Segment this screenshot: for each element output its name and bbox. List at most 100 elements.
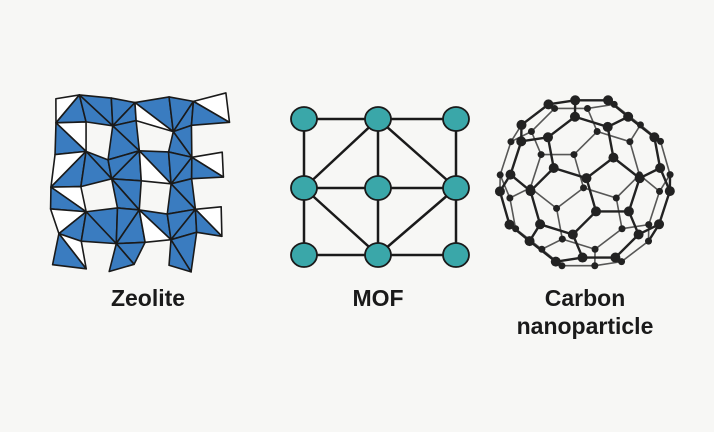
carbon-bond: [615, 197, 623, 229]
carbon-bond: [596, 130, 631, 143]
carbon-bond: [553, 166, 587, 180]
carbon-atom: [538, 245, 546, 253]
carbon-atom: [623, 111, 634, 122]
carbon-bond: [499, 174, 511, 199]
carbon-atom: [496, 171, 504, 179]
carbon-bond: [629, 141, 641, 176]
carbon-atom: [570, 95, 581, 106]
mof-structure: [290, 106, 470, 268]
carbon-atom: [507, 138, 515, 146]
carbon-bond: [585, 177, 598, 212]
carbon-bond: [530, 131, 542, 155]
carbon-atom: [645, 221, 653, 229]
carbon-atom: [570, 151, 578, 159]
carbon-atom: [591, 262, 599, 270]
carbon-atom: [542, 132, 553, 143]
carbon-atom: [626, 138, 634, 146]
zeolite-label: Zeolite: [110, 285, 186, 311]
carbon-atom: [569, 111, 580, 122]
mof-linker: [303, 187, 379, 256]
carbon-atom: [504, 219, 515, 230]
tetrahedron: [138, 209, 172, 244]
carbon-bond: [594, 228, 623, 250]
carbon-atom: [610, 252, 621, 263]
carbon-bond: [529, 167, 555, 192]
tetrahedron: [194, 208, 223, 238]
carbon-atom: [537, 151, 545, 159]
zeolite-structure: [49, 92, 231, 273]
carbon-bond: [499, 141, 512, 176]
tetrahedron: [80, 150, 113, 188]
carbon-bond: [583, 187, 617, 199]
carbon-atom: [591, 206, 602, 217]
carbon-bond: [621, 240, 650, 263]
mof-linker: [377, 187, 457, 256]
mof-label: MOF: [352, 285, 404, 311]
mof-metal-node: [364, 175, 392, 201]
tetrahedron: [108, 242, 135, 273]
carbon-atom: [516, 119, 527, 130]
carbon-atom: [526, 184, 534, 192]
carbon-bond: [529, 154, 542, 189]
mof-linker: [303, 118, 379, 189]
carbon-bond: [539, 223, 574, 236]
carbon-atom: [548, 163, 559, 174]
carbon-atom: [633, 229, 644, 240]
carbon-atom: [608, 152, 619, 163]
carbon-atom: [567, 229, 578, 240]
carbon-bond: [657, 190, 671, 225]
tetrahedron: [51, 232, 88, 270]
mof-metal-node: [290, 175, 318, 201]
carbon-bond: [586, 108, 598, 132]
tetrahedron: [134, 101, 175, 133]
carbon-bond: [612, 156, 641, 180]
carbon-bond: [647, 191, 661, 225]
carbon-atom: [577, 252, 588, 263]
carbon-bond: [562, 238, 596, 251]
carbon-atom: [603, 95, 614, 106]
mof-metal-node: [442, 106, 470, 132]
carbon-atom: [654, 219, 665, 230]
carbon-atom: [527, 128, 535, 136]
carbon-atom: [618, 225, 626, 233]
carbon-bond: [659, 141, 671, 175]
carbon-bond: [573, 130, 598, 156]
carbon-bond: [571, 210, 597, 236]
carbon-atom: [505, 169, 516, 180]
carbon-atom: [535, 219, 546, 230]
carbon-atom: [610, 100, 618, 108]
pore: [191, 122, 229, 157]
carbon-bond: [541, 238, 563, 250]
tetrahedron: [190, 100, 231, 127]
carbon-atom: [612, 194, 620, 202]
carbon-atom: [636, 121, 644, 129]
carbon-bond: [573, 154, 585, 189]
carbon-atom: [494, 186, 505, 197]
carbon-atom: [593, 128, 601, 136]
carbon-bond: [509, 197, 517, 229]
carbon-bond: [530, 107, 556, 133]
carbon-bond: [574, 115, 609, 129]
carbon-label-line1: Carbon: [544, 285, 626, 311]
carbon-atom: [583, 104, 591, 112]
carbon-bond: [606, 126, 615, 158]
carbon-atom: [553, 204, 561, 212]
carbon-atom: [657, 137, 665, 145]
pore: [86, 122, 113, 151]
mof-metal-node: [290, 106, 318, 132]
carbon-bond: [621, 223, 649, 230]
carbon-bond: [509, 141, 523, 175]
carbon-bond: [587, 103, 615, 110]
mof-metal-node: [290, 242, 318, 268]
carbon-atom: [655, 163, 666, 174]
carbon-bond: [594, 260, 622, 267]
pore: [139, 132, 173, 152]
carbon-bond: [546, 137, 555, 169]
mof-linker: [377, 118, 457, 189]
pore: [139, 184, 171, 214]
pore: [192, 177, 224, 209]
carbon-bond: [547, 115, 576, 139]
carbon-atom: [543, 99, 554, 110]
tetrahedron: [138, 149, 172, 185]
